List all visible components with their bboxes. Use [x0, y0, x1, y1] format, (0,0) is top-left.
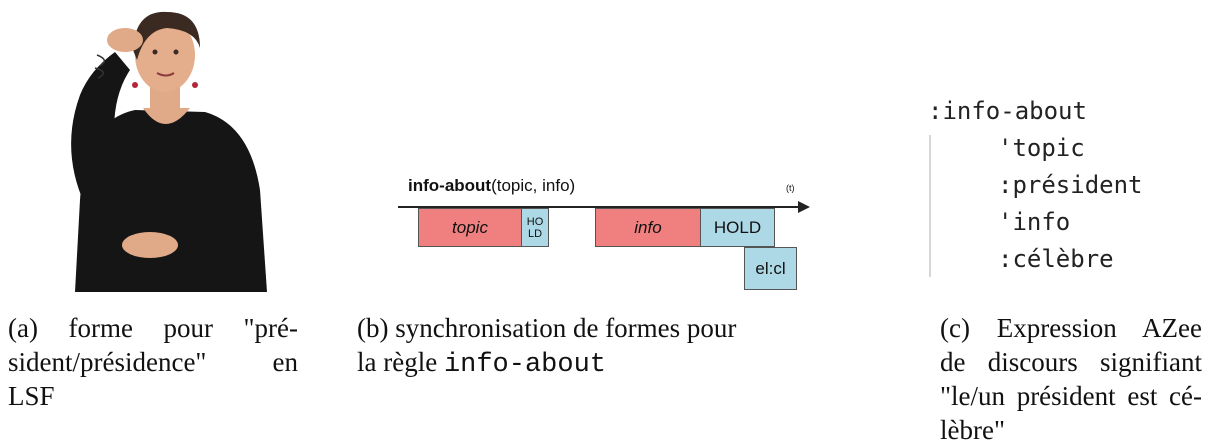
- block-hold-label: HOLD: [713, 217, 762, 237]
- caption-c-line-3: "le/un président est cé-: [940, 381, 1202, 411]
- block-info: info: [595, 208, 701, 247]
- caption-c-line-2: de discours signifiant: [940, 347, 1202, 377]
- synchronisation-diagram: info-about(topic, info) (t) topic HO LD …: [390, 172, 820, 297]
- caption-b: (b) synchronisation de formes pour la rè…: [357, 311, 822, 382]
- caption-b-code: info-about: [443, 350, 606, 380]
- block-info-label: info: [634, 217, 662, 237]
- azee-expression-code: :info-about 'topic :président 'info :cél…: [928, 93, 1143, 278]
- caption-a-line-3: LSF: [8, 381, 55, 411]
- block-topic: topic: [418, 208, 522, 247]
- code-line-2: 'topic: [998, 134, 1085, 162]
- code-line-4: 'info: [998, 208, 1071, 236]
- block-topic-label: topic: [452, 217, 488, 237]
- time-axis-arrow-icon: [798, 201, 810, 213]
- caption-a: (a) forme pour "pré- sident/présidence" …: [8, 311, 298, 413]
- diagram-title-rule: info-about: [408, 176, 492, 195]
- code-indent-guide: [929, 135, 931, 277]
- block-hold-short: HO LD: [521, 208, 549, 247]
- caption-b-line-2-text: la règle: [357, 347, 444, 377]
- caption-c: (c) Expression AZee de discours signifia…: [940, 311, 1202, 447]
- time-axis: [398, 206, 802, 208]
- diagram-title-args: (topic, info): [491, 176, 576, 195]
- code-line-5: :célèbre: [998, 245, 1114, 273]
- caption-c-line-1: (c) Expression AZee: [940, 313, 1202, 343]
- signer-illustration: [71, 11, 267, 292]
- caption-c-line-4: lèbre": [940, 415, 1005, 445]
- caption-a-line-1: (a) forme pour "pré-: [8, 313, 298, 343]
- block-hold-short-line-1: HO: [526, 215, 544, 228]
- code-line-1: :info-about: [928, 97, 1087, 125]
- caption-b-line-1: (b) synchronisation de formes pour: [357, 313, 737, 343]
- caption-b-line-2: la règle info-about: [357, 345, 822, 382]
- block-hold-short-line-2: LD: [527, 227, 543, 240]
- caption-a-line-2: sident/présidence" en: [8, 347, 298, 377]
- block-hold: HOLD: [700, 208, 775, 247]
- block-elcl-label: el:cl: [755, 258, 786, 278]
- diagram-title: info-about(topic, info): [408, 176, 575, 196]
- block-elcl: el:cl: [744, 247, 797, 290]
- code-line-3: :président: [998, 171, 1143, 199]
- time-axis-label: (t): [786, 183, 795, 193]
- signer-photo: [55, 0, 273, 292]
